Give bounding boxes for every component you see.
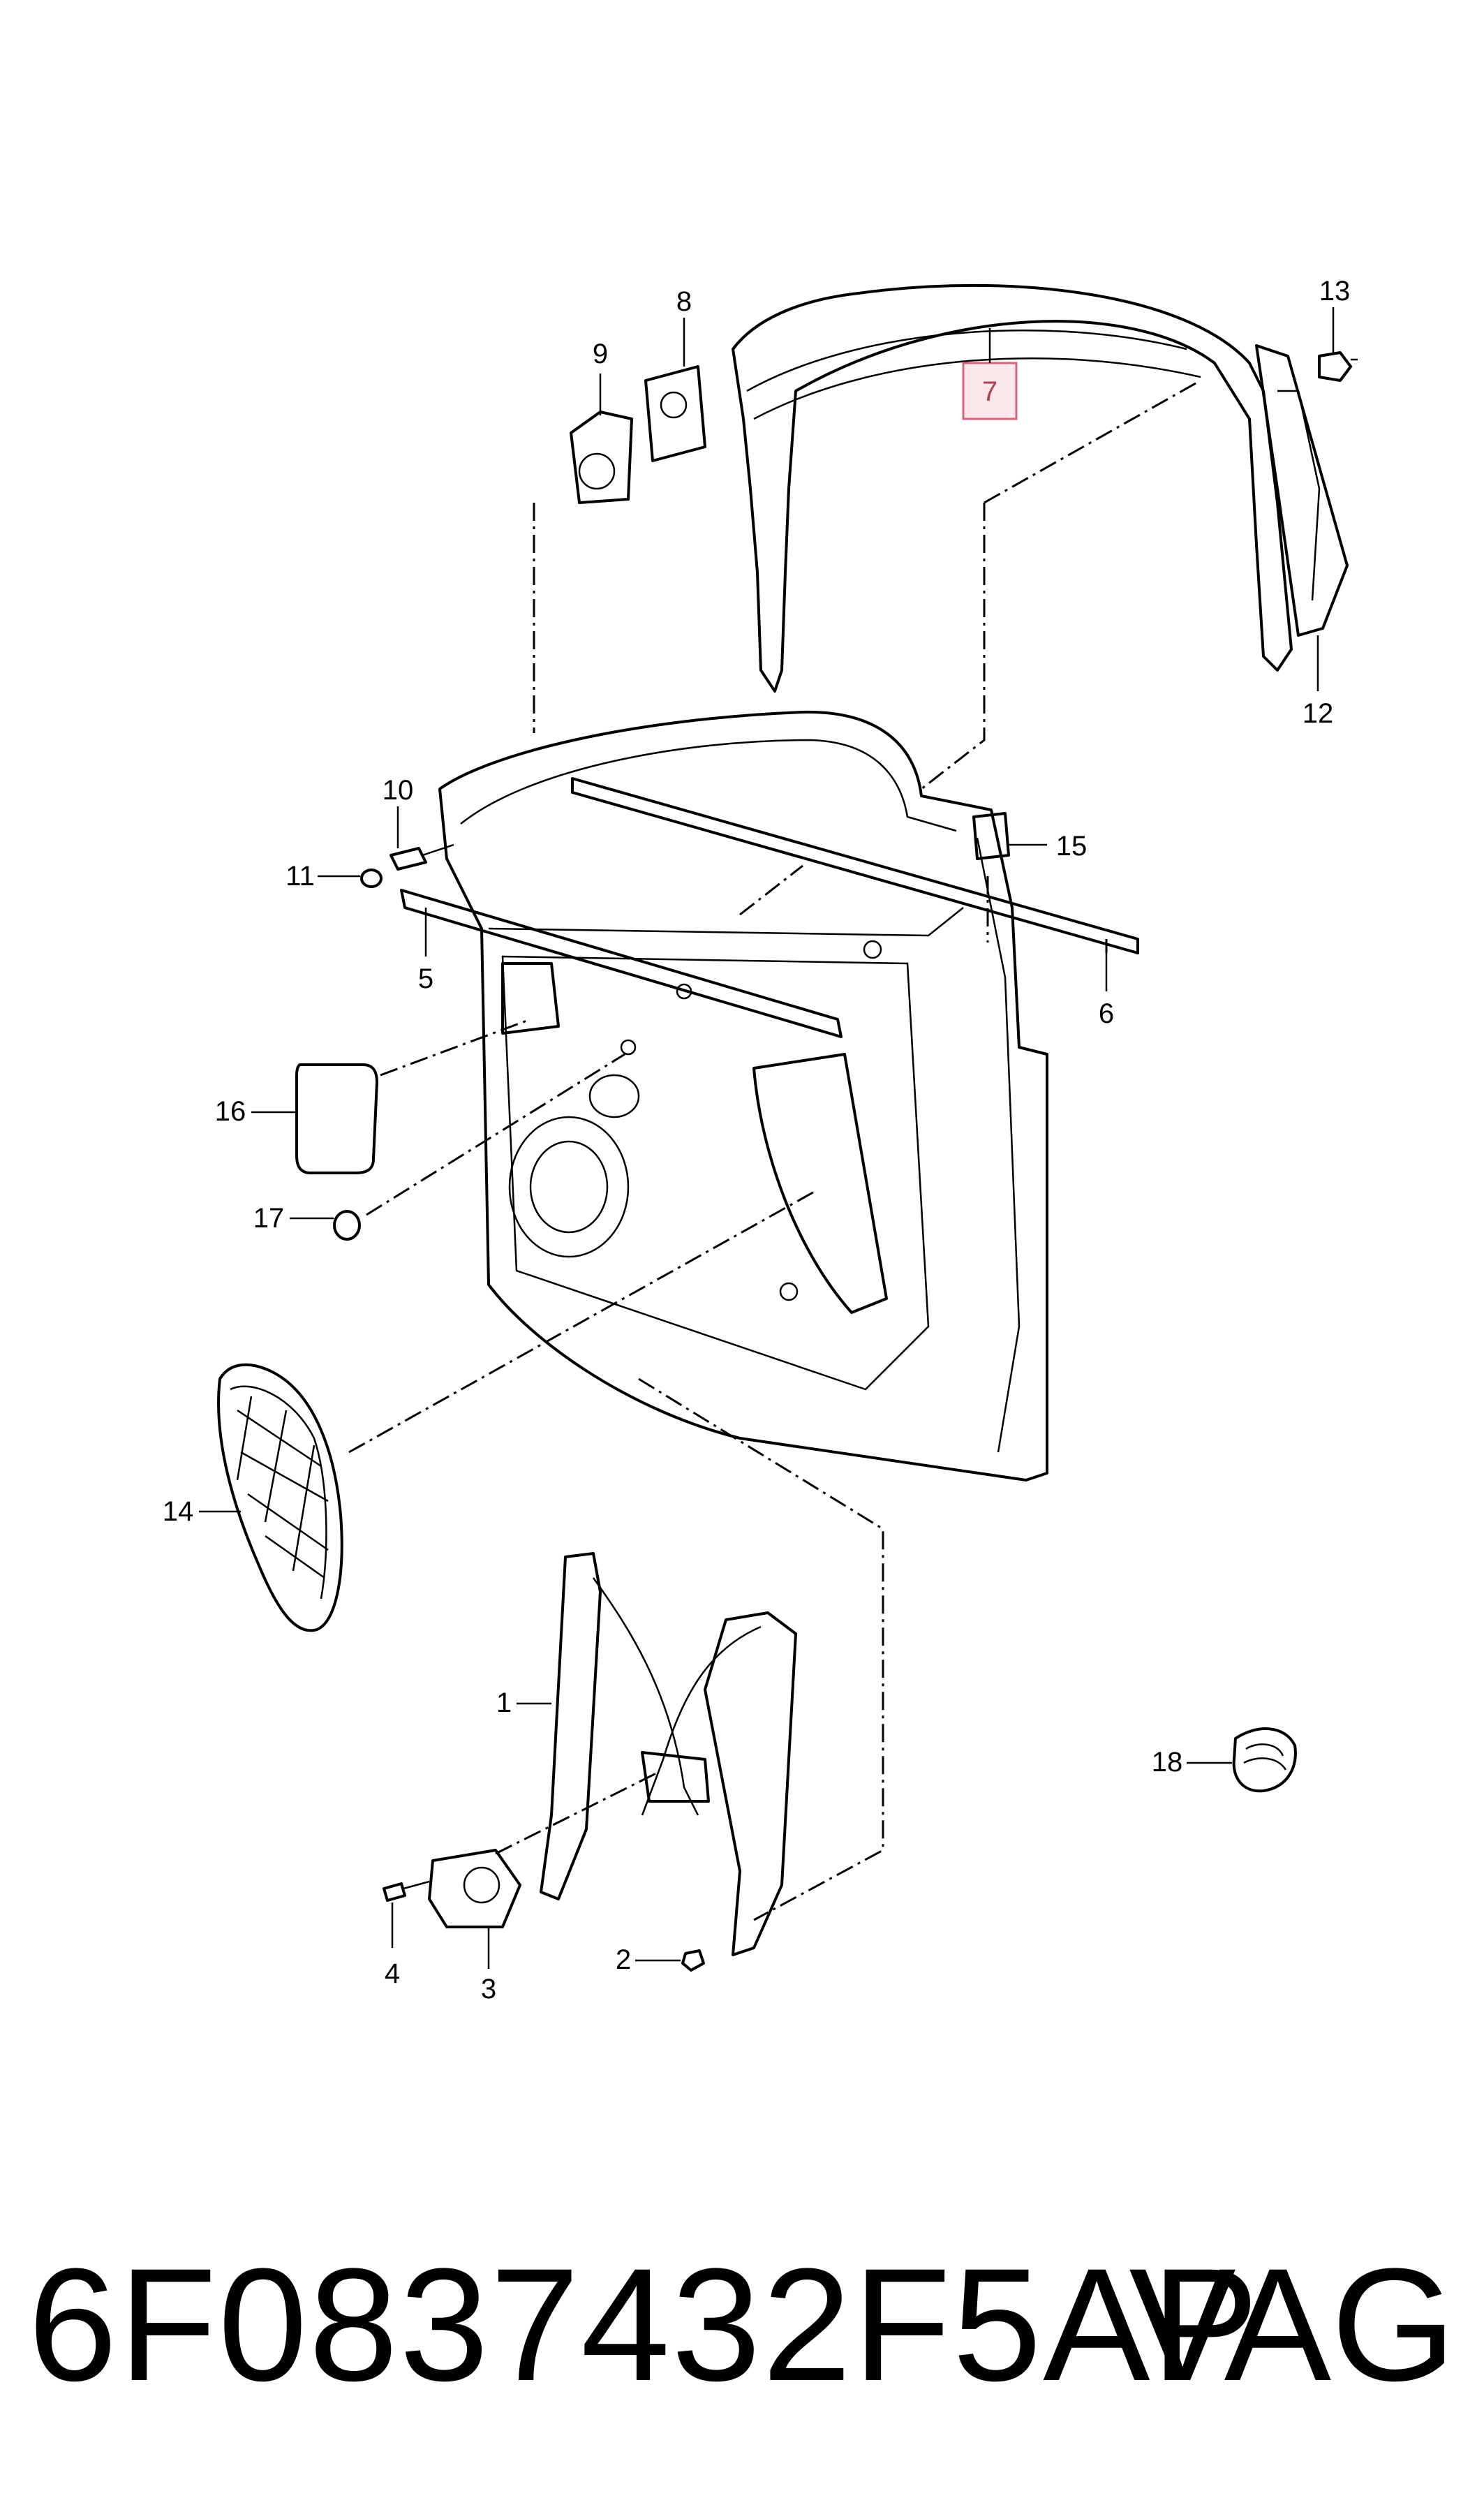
part-4-bolt (383, 1880, 430, 1948)
footer: 6F0837432F5AP VAG (0, 2220, 1484, 2430)
part-13-clip (1318, 307, 1358, 382)
callout-14-label: 14 (163, 1496, 194, 1527)
callout-6-label: 6 (1099, 998, 1114, 1029)
part-12-pillar-trim (1255, 344, 1349, 691)
part-1-window-regulator (517, 1552, 797, 1956)
part-18-damping-pad (1187, 1727, 1297, 1793)
callout-7-label: 7 (982, 376, 997, 407)
callout-3-label: 3 (481, 1974, 496, 2004)
part-16-cover-cap (251, 1063, 378, 1174)
part-17-o-ring (290, 1210, 361, 1241)
callout-9-label: 9 (593, 339, 608, 369)
part-6-outer-strip (571, 777, 1139, 991)
brand-label: VAG (1129, 2235, 1456, 2414)
callout-13-label: 13 (1319, 276, 1351, 306)
assembly-lines (348, 379, 1201, 1921)
callout-2-label: 2 (616, 1944, 631, 1975)
callout-4-label: 4 (385, 1958, 400, 1989)
callout-5-label: 5 (418, 963, 433, 994)
part-7-window-seal (732, 283, 1293, 693)
part-2-nut (635, 1949, 705, 1972)
callout-11-label: 11 (285, 861, 315, 892)
callout-8-label: 8 (676, 286, 692, 317)
part-3-motor (428, 1849, 521, 1969)
part-number: 6F0837432F5AP (28, 2235, 1261, 2414)
part-10-screw (389, 806, 454, 871)
callout-10-label: 10 (383, 775, 414, 806)
part-15-clip (972, 812, 1047, 860)
part-8-mirror-bracket (644, 318, 706, 462)
part-5-inner-strip (400, 889, 843, 1038)
callout-17-label: 17 (253, 1203, 285, 1234)
callout-7-highlight-box (962, 362, 1018, 420)
callout-16-label: 16 (215, 1096, 246, 1127)
door-shell (438, 710, 1048, 1482)
callout-12-label: 12 (1303, 698, 1334, 729)
part-9-mirror-cover (570, 374, 633, 504)
callout-1-label: 1 (496, 1687, 512, 1718)
callout-15-label: 15 (1056, 831, 1088, 862)
part-11-seal-ring (318, 869, 383, 888)
part-14-membrane (199, 1363, 343, 1632)
callout-18-label: 18 (1152, 1747, 1183, 1778)
